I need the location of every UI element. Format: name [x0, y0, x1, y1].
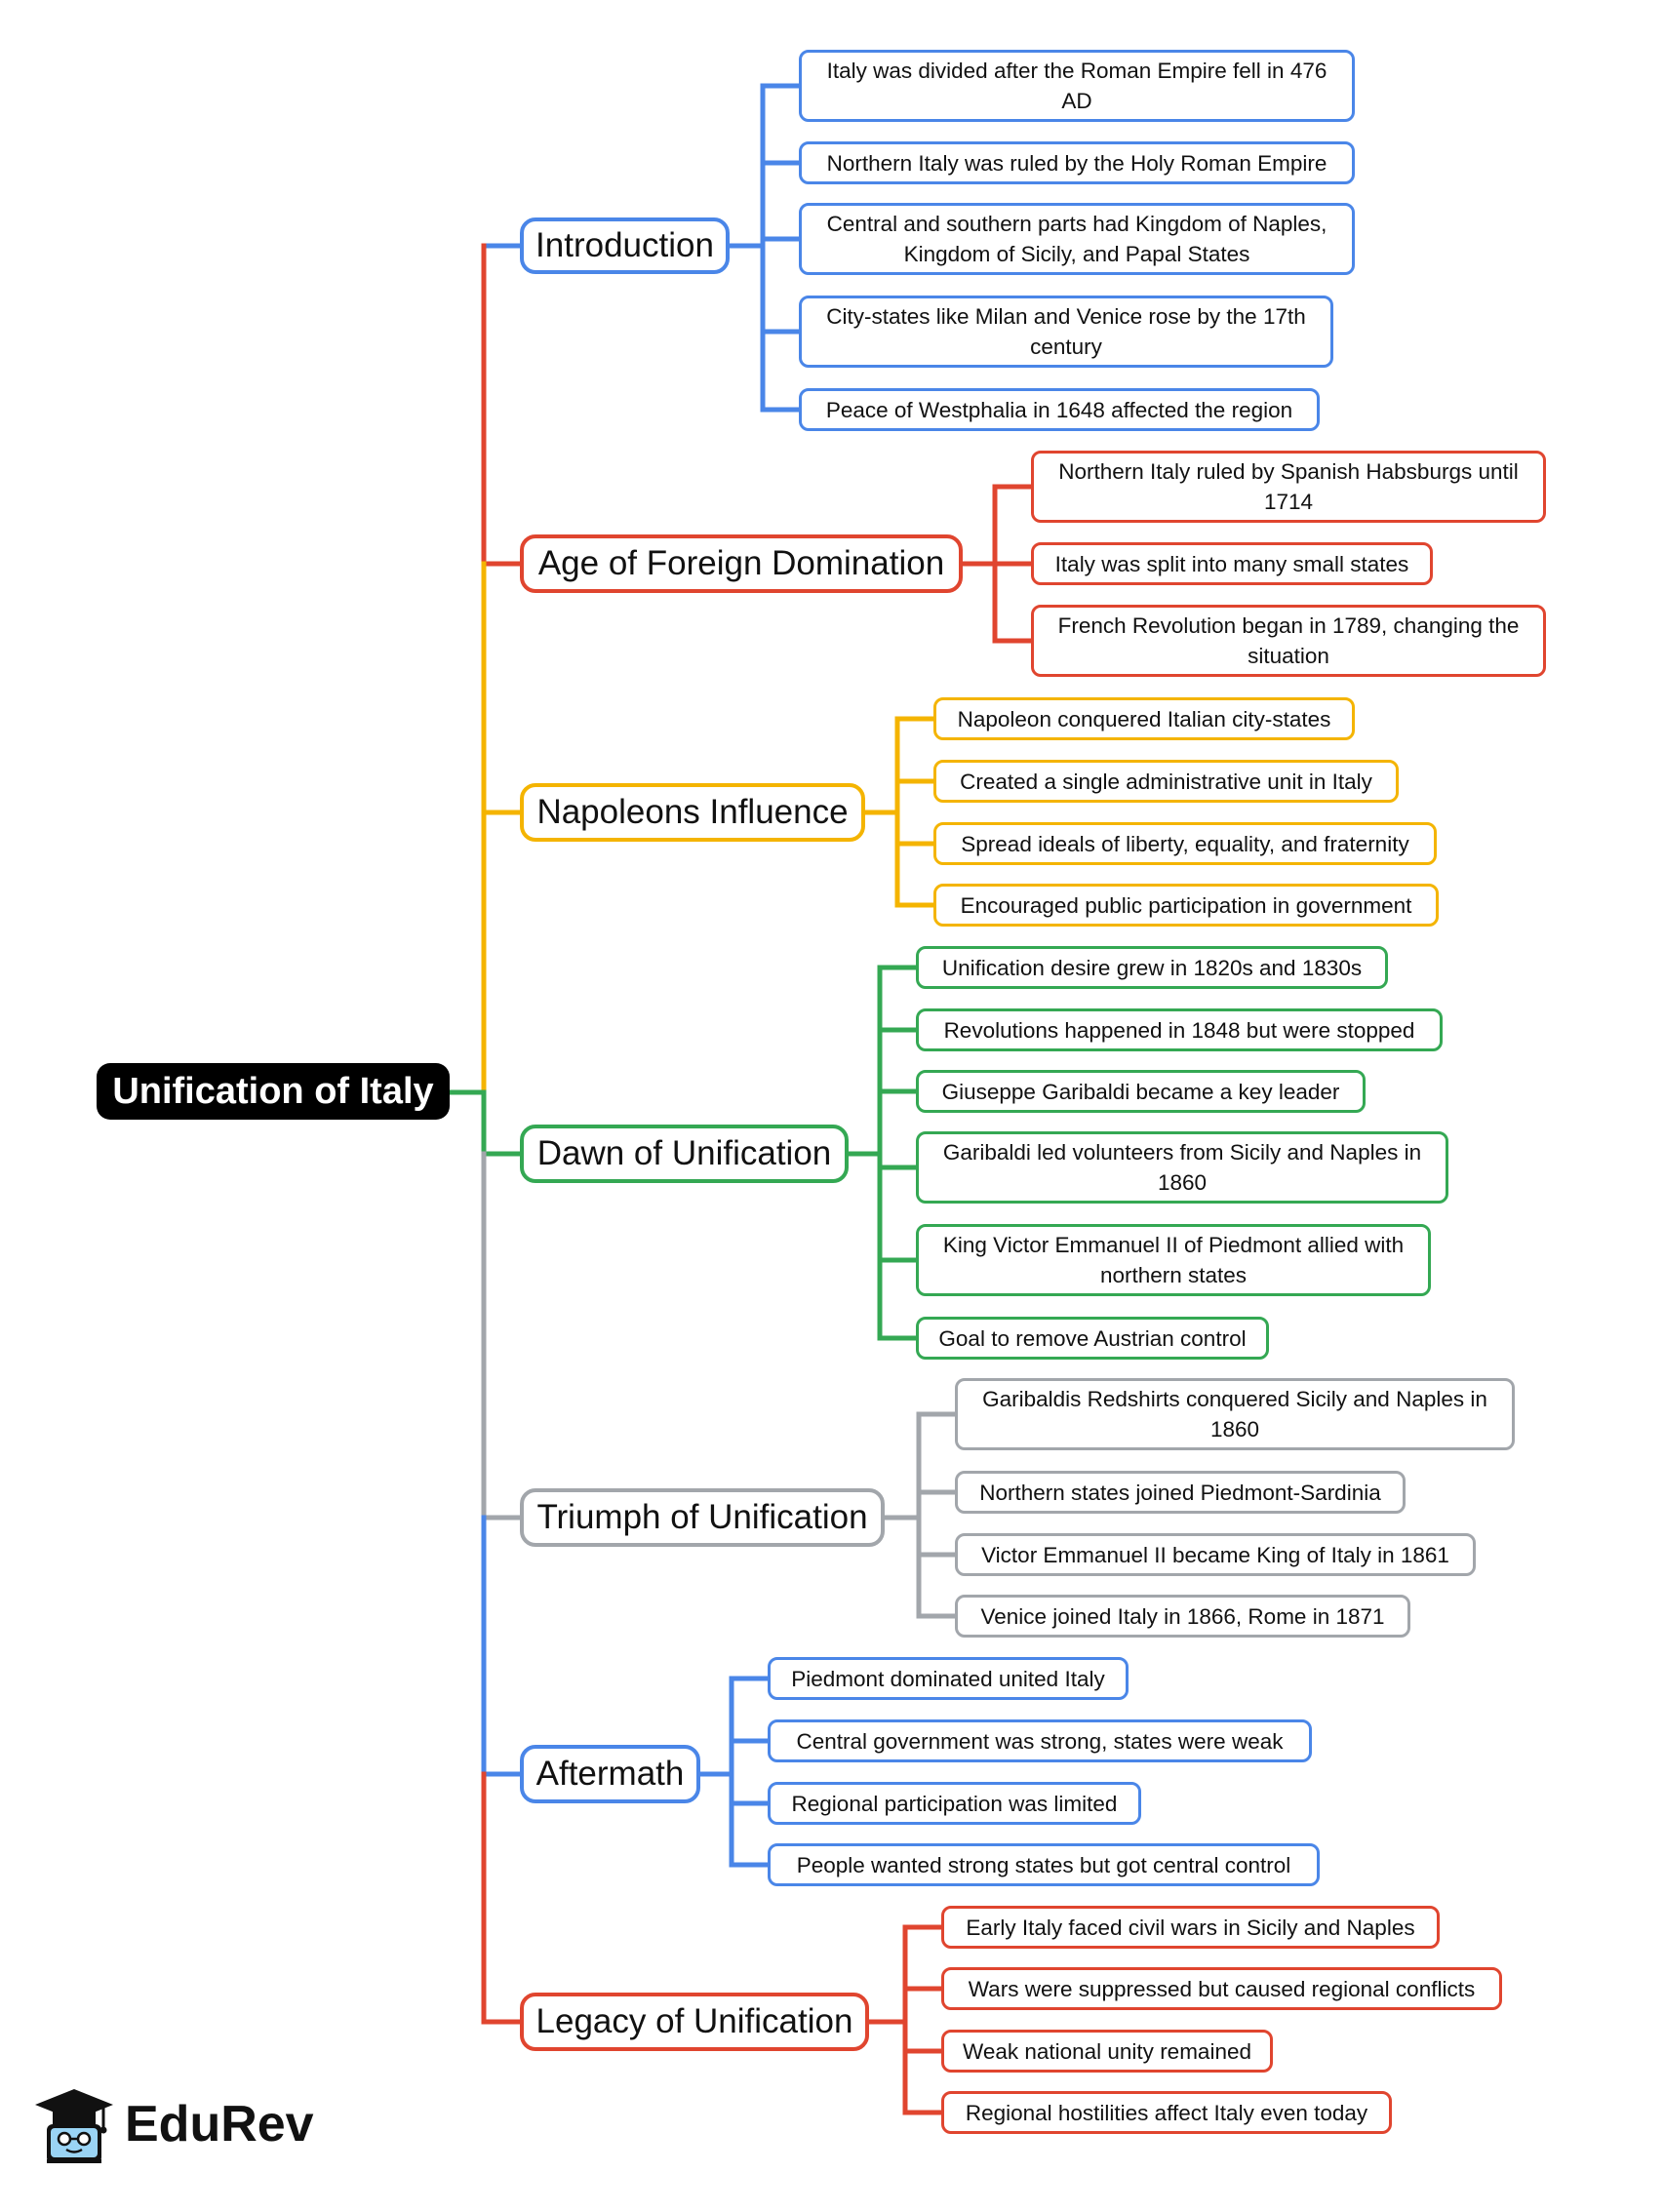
leaf-node: Early Italy faced civil wars in Sicily a…	[941, 1906, 1440, 1949]
leaf-label: Unification desire grew in 1820s and 183…	[941, 955, 1363, 980]
leaf-label: Victor Emmanuel II became King of Italy …	[981, 1542, 1449, 1567]
leaf-node: Italy was divided after the Roman Empire…	[799, 50, 1355, 122]
leaf-node: Venice joined Italy in 1866, Rome in 187…	[955, 1595, 1410, 1638]
leaf-label: Piedmont dominated united Italy	[791, 1666, 1105, 1691]
leaf-label: French Revolution began in 1789, changin…	[1057, 613, 1520, 668]
leaf-label: Venice joined Italy in 1866, Rome in 187…	[980, 1603, 1385, 1629]
topic-node: Dawn of Unification	[520, 1125, 849, 1183]
leaf-node: Regional participation was limited	[768, 1782, 1141, 1825]
topic-node: Legacy of Unification	[520, 1993, 869, 2051]
brand-name: EduRev	[125, 2096, 314, 2153]
leaf-label: Wars were suppressed but caused regional…	[968, 1976, 1476, 2001]
leaf-node: French Revolution began in 1789, changin…	[1031, 605, 1546, 677]
leaf-label: Napoleon conquered Italian city-states	[957, 706, 1331, 731]
leaf-node: Northern states joined Piedmont-Sardinia	[955, 1471, 1406, 1514]
leaf-node: Revolutions happened in 1848 but were st…	[916, 1008, 1443, 1051]
leaf-label: Encouraged public participation in gover…	[960, 892, 1412, 918]
leaf-node: Piedmont dominated united Italy	[768, 1657, 1129, 1700]
leaf-node: Northern Italy was ruled by the Holy Rom…	[799, 141, 1355, 184]
leaf-node: City-states like Milan and Venice rose b…	[799, 296, 1333, 368]
leaf-label: Weak national unity remained	[962, 2038, 1251, 2064]
topic-label: Napoleons Influence	[536, 793, 849, 831]
topic-label: Triumph of Unification	[536, 1498, 868, 1536]
leaf-node: People wanted strong states but got cent…	[768, 1843, 1320, 1886]
leaf-node: Regional hostilities affect Italy even t…	[941, 2091, 1392, 2134]
leaf-label: City-states like Milan and Venice rose b…	[826, 304, 1306, 359]
root-node: Unification of Italy	[97, 1063, 450, 1120]
leaf-node: Central government was strong, states we…	[768, 1719, 1312, 1762]
leaf-node: Napoleon conquered Italian city-states	[933, 697, 1355, 740]
leaf-node: Giuseppe Garibaldi became a key leader	[916, 1070, 1366, 1113]
leaf-node: Garibaldi led volunteers from Sicily and…	[916, 1131, 1448, 1204]
topic-node: Triumph of Unification	[520, 1488, 885, 1547]
leaf-node: Italy was split into many small states	[1031, 542, 1433, 585]
topic-node: Introduction	[520, 217, 730, 274]
leaf-label: Northern states joined Piedmont-Sardinia	[979, 1480, 1381, 1505]
leaf-label: Garibaldis Redshirts conquered Sicily an…	[982, 1387, 1487, 1442]
leaf-label: People wanted strong states but got cent…	[796, 1852, 1291, 1877]
leaf-label: Garibaldi led volunteers from Sicily and…	[942, 1140, 1422, 1195]
leaf-label: Northern Italy ruled by Spanish Habsburg…	[1058, 459, 1519, 514]
leaf-node: Garibaldis Redshirts conquered Sicily an…	[955, 1378, 1515, 1450]
topic-label: Legacy of Unification	[535, 2002, 853, 2040]
leaf-node: Central and southern parts had Kingdom o…	[799, 203, 1355, 275]
leaf-label: Italy was divided after the Roman Empire…	[826, 59, 1327, 113]
topic-node: Napoleons Influence	[520, 783, 865, 842]
root-label: Unification of Italy	[112, 1070, 434, 1112]
topic-label: Dawn of Unification	[536, 1134, 832, 1172]
leaf-label: Northern Italy was ruled by the Holy Rom…	[826, 150, 1327, 176]
leaf-label: Early Italy faced civil wars in Sicily a…	[966, 1915, 1415, 1940]
leaf-label: King Victor Emmanuel II of Piedmont alli…	[942, 1233, 1405, 1287]
topic-label: Aftermath	[535, 1755, 685, 1793]
leaf-label: Goal to remove Austrian control	[938, 1325, 1247, 1351]
leaf-node: Victor Emmanuel II became King of Italy …	[955, 1533, 1476, 1576]
graduation-cap-icon	[35, 2089, 113, 2163]
leaf-label: Giuseppe Garibaldi became a key leader	[941, 1079, 1340, 1104]
leaf-node: Wars were suppressed but caused regional…	[941, 1967, 1502, 2010]
leaf-label: Regional participation was limited	[791, 1791, 1118, 1816]
leaf-node: Weak national unity remained	[941, 2030, 1273, 2073]
topic-label: Age of Foreign Domination	[537, 544, 945, 582]
leaf-label: Regional hostilities affect Italy even t…	[965, 2100, 1368, 2125]
leaf-node: Spread ideals of liberty, equality, and …	[933, 822, 1437, 865]
leaf-node: King Victor Emmanuel II of Piedmont alli…	[916, 1224, 1431, 1296]
leaf-label: Central and southern parts had Kingdom o…	[826, 212, 1327, 266]
leaf-node: Northern Italy ruled by Spanish Habsburg…	[1031, 451, 1546, 523]
edurev-logo: EduRev	[33, 2085, 326, 2165]
leaf-label: Central government was strong, states we…	[796, 1728, 1284, 1754]
topic-node: Aftermath	[520, 1745, 700, 1803]
leaf-node: Peace of Westphalia in 1648 affected the…	[799, 388, 1320, 431]
leaf-node: Encouraged public participation in gover…	[933, 884, 1439, 927]
leaf-node: Created a single administrative unit in …	[933, 760, 1399, 803]
leaf-label: Spread ideals of liberty, equality, and …	[961, 831, 1409, 856]
leaf-label: Revolutions happened in 1848 but were st…	[943, 1017, 1415, 1043]
leaf-label: Peace of Westphalia in 1648 affected the…	[825, 397, 1293, 422]
leaf-node: Unification desire grew in 1820s and 183…	[916, 946, 1388, 989]
topic-label: Introduction	[535, 226, 714, 264]
leaf-label: Italy was split into many small states	[1054, 551, 1409, 576]
topic-node: Age of Foreign Domination	[520, 534, 963, 593]
leaf-label: Created a single administrative unit in …	[960, 769, 1372, 794]
leaf-node: Goal to remove Austrian control	[916, 1317, 1269, 1360]
